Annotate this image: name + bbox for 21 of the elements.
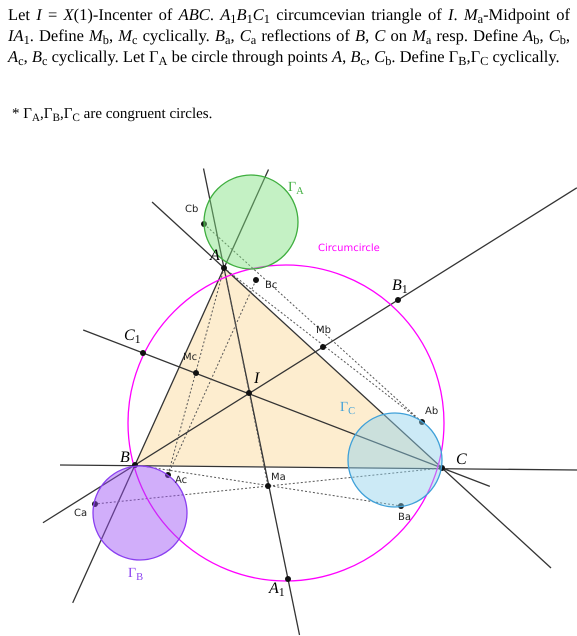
- point-label: Mb: [316, 325, 331, 337]
- point-label: Ac: [175, 475, 188, 487]
- point-label: C: [456, 451, 467, 469]
- point-label: C$_{1}$: [124, 327, 141, 345]
- point-label: Cb: [185, 204, 198, 216]
- point-label: B: [120, 449, 130, 467]
- point-label: Ba: [398, 512, 411, 524]
- note: * Γ$_{A}$,Γ$_{B}$,Γ$_{C}$ are congruent circles.: [12, 105, 212, 124]
- point-label: Ab: [425, 406, 438, 418]
- point-label: Mc: [183, 352, 198, 364]
- point-label: B$_{1}$: [392, 277, 408, 295]
- point-label: A$_{1}$: [269, 580, 285, 598]
- circle-label: Γ$_{C}$: [340, 400, 356, 416]
- circle-label: Γ$_{B}$: [128, 566, 144, 582]
- problem-statement: Let I = X(1)-Incenter of ABC. A$_{1}$B$_{1}$C$_{1}$ circumcevian triangle of I. M$_{a}$-Midpoint of IA$_{1}$. Define M$_{b}$, M$_{c}$ cyclically. B$_{a}$, C$_{a}$ reflections of B, C on M$_{a}$ resp. Define A$_{b}$, C$_{b}$, A$_{c}$, B$_{c}$ cyclically. Let Γ$_{A}$ be circle through points A, B$_{c}$, C$_{b}$. Define Γ$_{B}$,Γ$_{C}$ cyclically.: [8, 4, 570, 67]
- circle-label: Γ$_{A}$: [288, 180, 304, 196]
- point-label: I: [254, 370, 260, 388]
- circle-label: Circumcircle: [318, 243, 380, 255]
- point-label: Ca: [74, 508, 88, 520]
- point-label: Ma: [271, 472, 286, 484]
- point-label: Bc: [265, 280, 278, 292]
